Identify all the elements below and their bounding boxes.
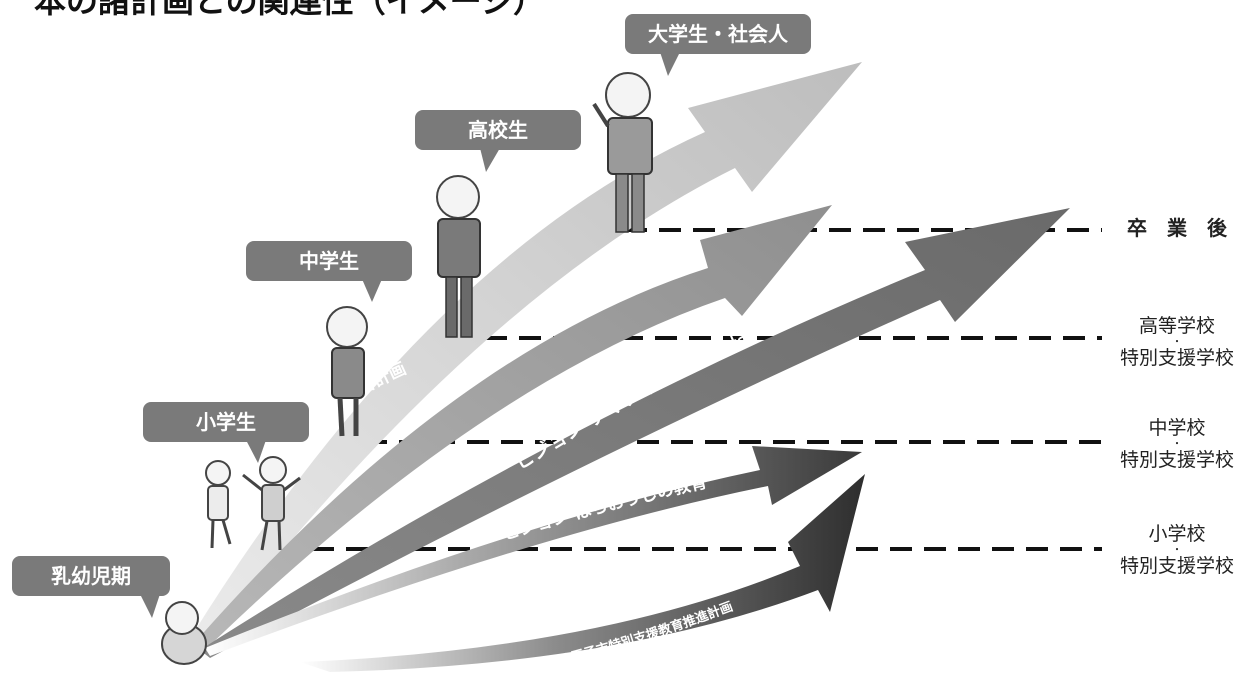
svg-text:乳幼児期: 乳幼児期 [51, 564, 131, 588]
level-label-line1: 高等学校 [1138, 315, 1215, 337]
arrow-disability-plan [190, 205, 832, 655]
level-label-elementary: 小学校 ・ 特別支援学校 [1112, 523, 1242, 578]
bubble-high-school: 高校生 [415, 110, 581, 172]
level-label-line2: 特別支援学校 [1119, 346, 1234, 369]
arrow-vision-sukusuku [200, 208, 1070, 658]
figure-boy [242, 456, 301, 551]
figure-girl [205, 460, 232, 549]
figure-adult [592, 72, 653, 233]
bubble-elementary: 小学生 [143, 402, 309, 463]
figure-infant [161, 601, 207, 665]
level-label-line2: 特別支援学校 [1119, 554, 1234, 577]
bubble-adult: 大学生・社会人 [625, 14, 811, 76]
level-label-line1: 小学校 [1148, 523, 1206, 545]
svg-text:小学生: 小学生 [196, 410, 256, 434]
svg-text:大学生・社会人: 大学生・社会人 [648, 22, 789, 46]
level-label-high-school: 高等学校 ・ 特別支援学校 [1112, 315, 1242, 370]
arrow-life-stage [180, 62, 862, 660]
figure-high-school [436, 175, 481, 338]
svg-text:高校生: 高校生 [468, 118, 528, 142]
figure-junior-high [326, 306, 368, 437]
svg-text:中学生: 中学生 [299, 249, 359, 273]
level-label-line2: 特別支援学校 [1119, 448, 1234, 471]
level-label-dot: ・ [1172, 438, 1182, 450]
arrow-special-support-plan [300, 474, 865, 672]
bubble-junior-high: 中学生 [246, 241, 412, 302]
level-label-junior-high: 中学校 ・ 特別支援学校 [1112, 417, 1242, 472]
bubble-infant: 乳幼児期 [12, 556, 170, 618]
level-label-line1: 中学校 [1148, 417, 1206, 439]
page-title: 本の諸計画との関連性（イメージ） [34, 0, 546, 20]
arrows [180, 62, 1070, 672]
level-label-dot: ・ [1172, 544, 1182, 556]
arrow-vision-education [205, 446, 862, 656]
level-label-dot: ・ [1172, 336, 1182, 348]
level-label-after-graduation: 卒 業 後 [1127, 216, 1227, 240]
